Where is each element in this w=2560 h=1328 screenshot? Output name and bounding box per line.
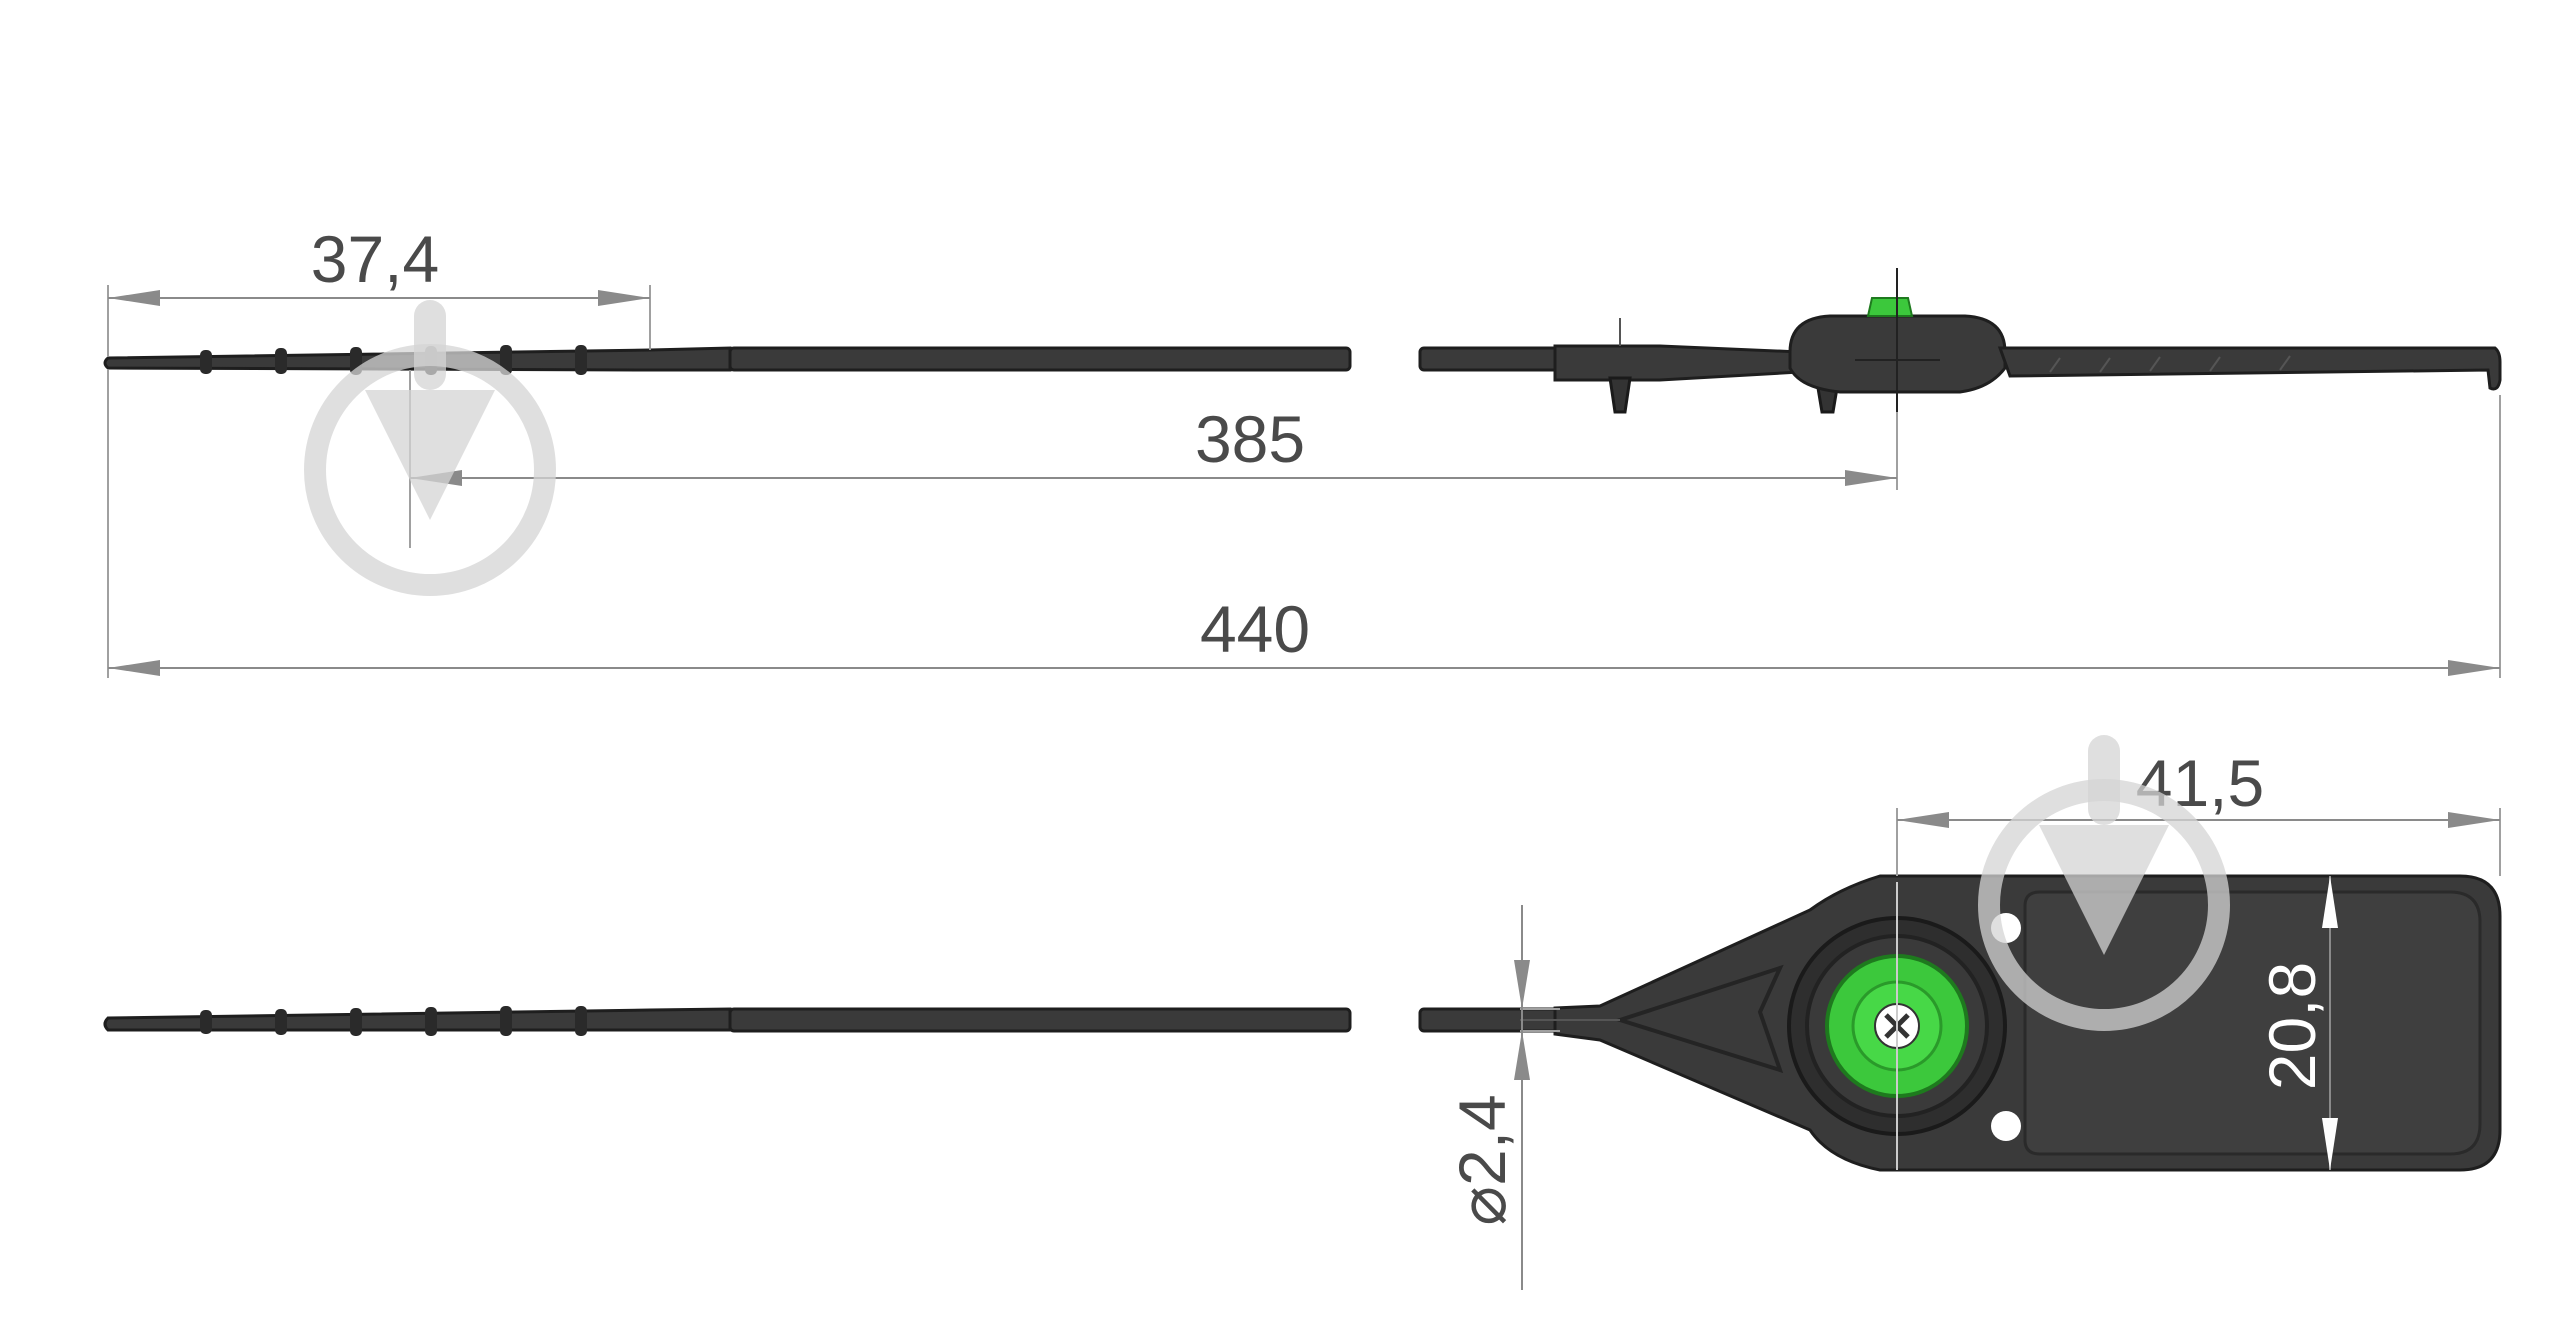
plan-view-tip [103,1007,732,1032]
side-view-neck [1553,344,1802,382]
download-watermark-icon [304,300,556,596]
side-view-strap-left [728,346,1352,372]
dim-label-tip-length: 37,4 [311,222,439,296]
dimension-strap-diameter: ⌀2,4 [1445,905,1560,1290]
plan-view-groove [1613,964,1784,1074]
side-view-green-insert [1866,297,1914,317]
dim-label-head-width: 20,8 [2255,962,2329,1090]
dim-label-working-length: 385 [1195,402,1305,476]
dimension-working-length: 385 [409,370,1898,548]
download-watermark-icon [1978,735,2230,1031]
dim-label-total-length: 440 [1200,592,1310,666]
dim-label-strap-diameter: ⌀2,4 [1445,1094,1519,1225]
plan-view [103,874,2502,1172]
side-view [103,268,2502,414]
dimension-total-length: 440 [107,370,2501,678]
dimension-tip-length: 37,4 [107,222,651,356]
plan-view-hole-bottom [1991,1111,2021,1141]
side-view-tag [1997,346,2502,391]
side-view-tag-teeth [2049,355,2291,373]
plan-view-ribs [200,1006,587,1036]
plan-view-tag-panel [2023,890,2482,1156]
side-view-barb-1 [1608,376,1632,414]
plan-view-strap-left [728,1007,1352,1033]
dimension-head-width: 20,8 [2255,876,2338,1170]
side-view-strap-right [1418,346,1562,372]
